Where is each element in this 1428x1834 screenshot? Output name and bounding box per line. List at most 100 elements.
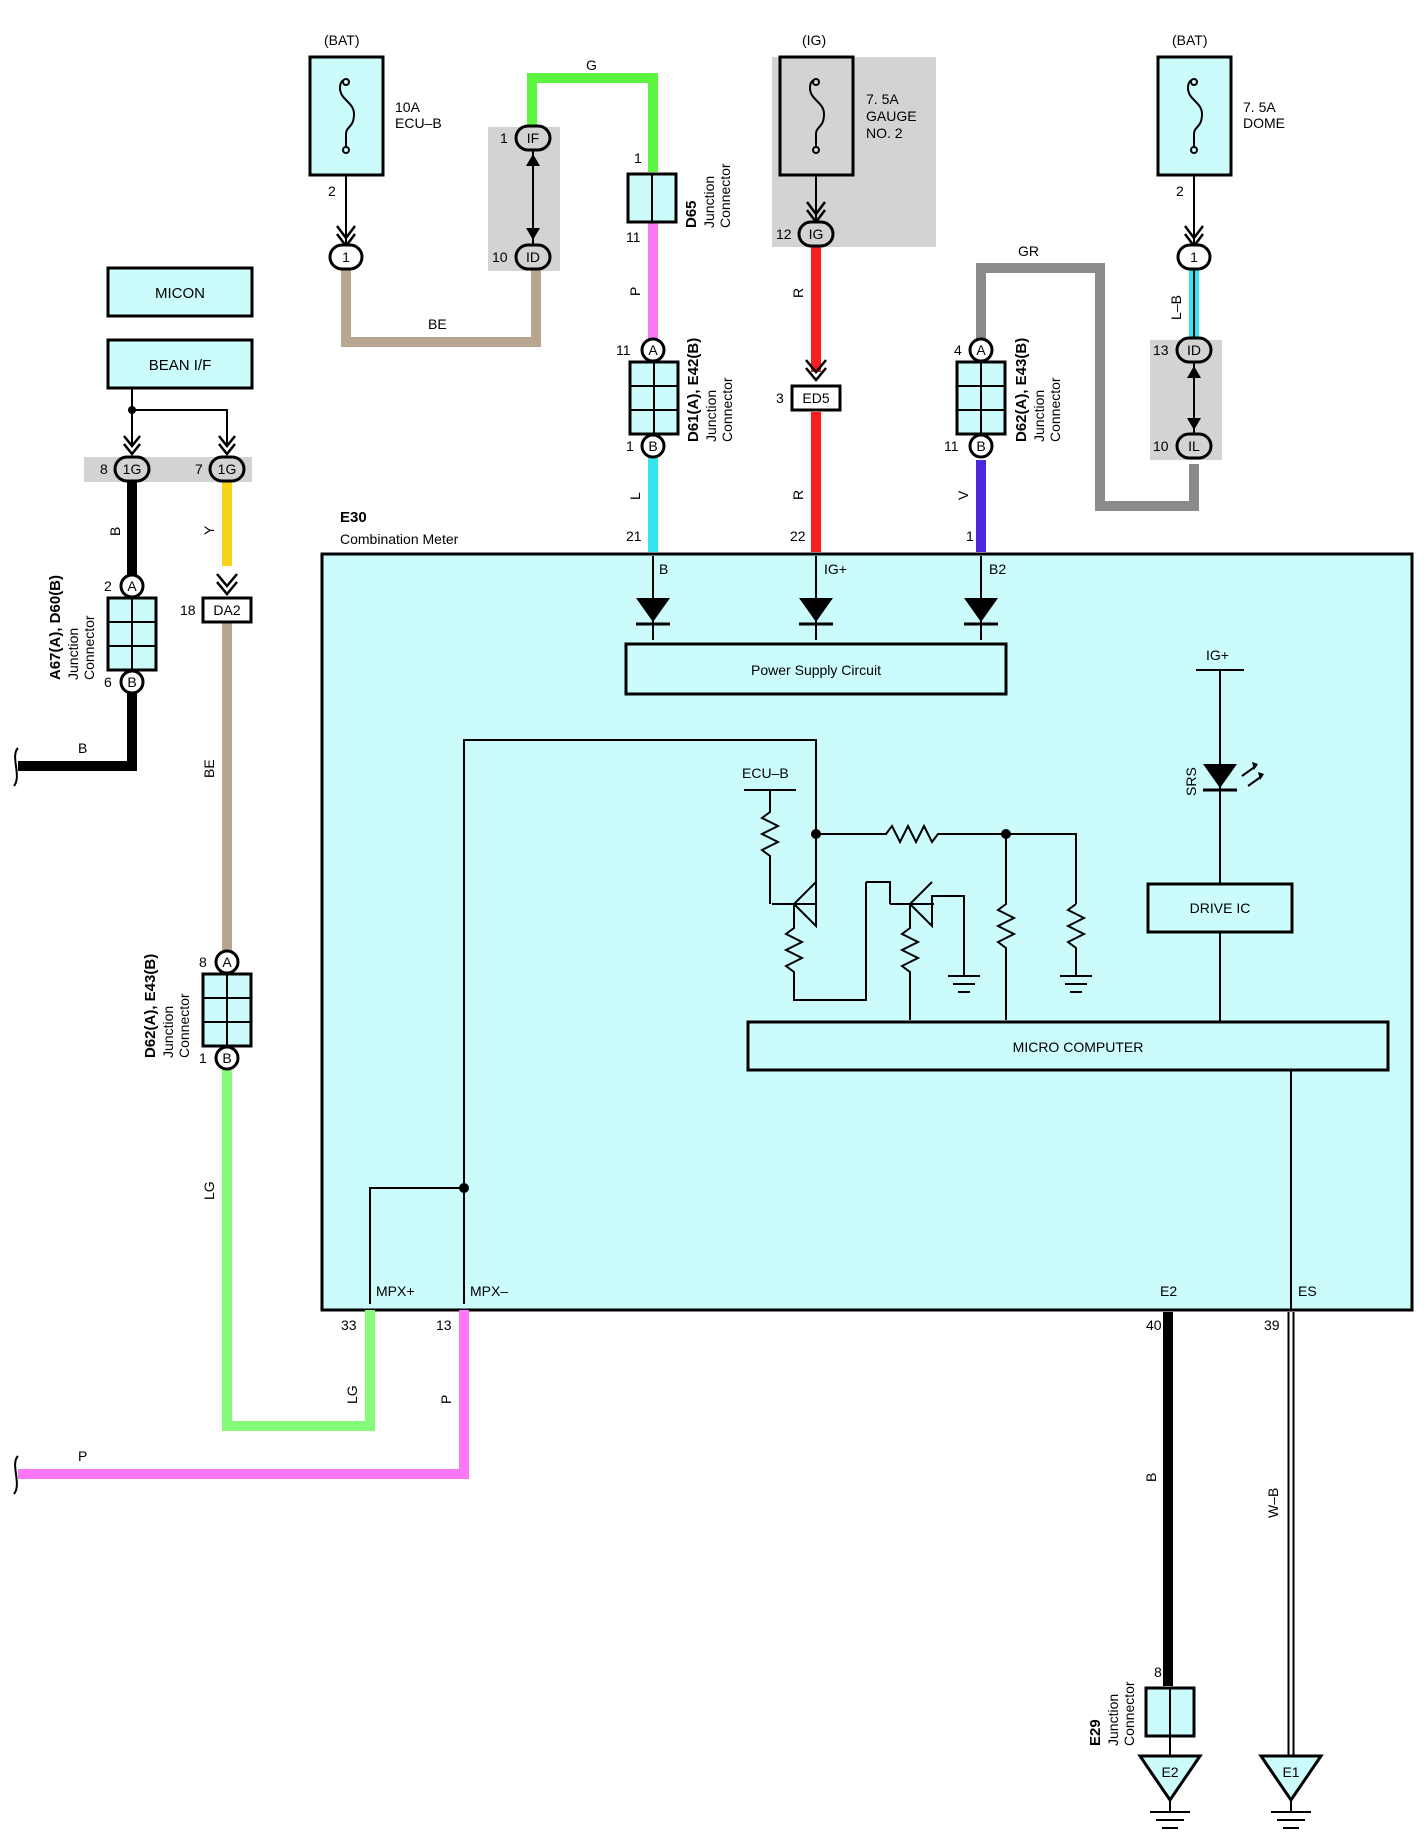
mpx-bus-line (369, 739, 817, 1304)
diode-icon (964, 598, 998, 626)
pin-label: 1 (199, 1050, 207, 1066)
jc-e29-l2: Connector (1121, 1681, 1137, 1746)
connector-da2 (201, 596, 253, 624)
svg-text:IF: IF (527, 130, 539, 146)
pin-label: 2 (104, 578, 112, 594)
wire-label-wb: W–B (1265, 1488, 1281, 1518)
meter-name: Combination Meter (340, 531, 459, 547)
power-supply-circuit (624, 642, 1008, 696)
wire-p-bottom (18, 1310, 469, 1479)
jc-d65-l1: Junction (701, 176, 717, 228)
wire-label-r-bot: R (790, 490, 806, 500)
jc-d65-l2: Connector (717, 163, 733, 228)
jc-d62b-l2: Connector (176, 993, 192, 1058)
terminal-es: ES (1298, 1283, 1317, 1299)
fuse-gauge-no: NO. 2 (866, 125, 903, 141)
resistor-icon (816, 823, 1077, 904)
label-ecu-b: ECU–B (742, 765, 789, 781)
resistor-icon (783, 882, 867, 1001)
resistor-icon (995, 834, 1017, 1020)
fuse-dome-name: DOME (1243, 115, 1285, 131)
connector-pill-1b: 1 (1176, 243, 1212, 271)
terminal-b: B (659, 561, 668, 577)
fuse-terminal-icon (1190, 78, 1198, 86)
fuse-ecub-name: ECU–B (395, 115, 442, 131)
pin-label: 8 (1154, 1664, 1162, 1680)
junction-dot (128, 406, 136, 414)
wire-break-icon (13, 747, 19, 787)
fuse-gauge-name: GAUGE (866, 108, 917, 124)
module-micon (106, 266, 254, 318)
fuse-gauge (778, 55, 855, 177)
wire-label-lb: L–B (1168, 295, 1184, 320)
pin-label: 7 (195, 461, 203, 477)
connector-ed5 (790, 384, 842, 412)
pin-label: 21 (626, 528, 642, 544)
connector-b-label: B (976, 438, 985, 454)
terminal-mpx-plus: MPX+ (376, 1283, 415, 1299)
terminal-ig: IG+ (824, 561, 847, 577)
fuse-gauge-rating: 7. 5A (866, 91, 899, 107)
wire-label-lg-bot: LG (344, 1385, 360, 1404)
ground-icon (948, 975, 980, 993)
pin-label: 2 (328, 183, 336, 199)
connector-a-label: A (648, 342, 658, 358)
wire-label-v: V (955, 490, 971, 500)
module-bean-label: BEAN I/F (149, 357, 212, 374)
drive-ic (1146, 882, 1294, 934)
wire-label-l: L (627, 492, 643, 500)
fuse-ecub-rating: 10A (395, 99, 421, 115)
terminal-b2: B2 (989, 561, 1006, 577)
wire-label-g: G (586, 57, 597, 73)
diode-icon (636, 598, 670, 626)
source-ig: (IG) (802, 32, 826, 48)
power-supply-label: Power Supply Circuit (751, 662, 881, 678)
connector-b-label: B (127, 674, 136, 690)
jc-d61-code: D61(A), E42(B) (685, 338, 702, 442)
connector-a-label: A (222, 954, 232, 970)
svg-text:ID: ID (526, 249, 540, 265)
jc-d61-l1: Junction (703, 390, 719, 442)
wire-label-be-left: BE (201, 759, 217, 778)
svg-text:1G: 1G (123, 461, 142, 477)
pin-label: 13 (436, 1317, 452, 1333)
arrow-icon (218, 435, 236, 457)
pin-label: 33 (341, 1317, 357, 1333)
junction-dot (459, 1183, 469, 1193)
wire-break-icon (13, 1455, 19, 1495)
micro-computer-label: MICRO COMPUTER (1013, 1039, 1144, 1055)
connector-b-label: B (222, 1050, 231, 1066)
transistor-2 (866, 881, 965, 976)
pin-label: 1 (634, 150, 642, 166)
pin-label: 10 (492, 249, 508, 265)
fuse-terminal-icon (812, 146, 820, 154)
ground-e1-icon (1258, 1754, 1324, 1829)
pin-label: 12 (776, 226, 792, 242)
pin-label: 39 (1264, 1317, 1280, 1333)
jc-d62-l2: Connector (1047, 377, 1063, 442)
fuse-terminal-icon (342, 146, 350, 154)
fuse-terminal-icon (812, 78, 820, 86)
terminal-e2: E2 (1160, 1283, 1177, 1299)
srs-led-icon (1203, 762, 1264, 792)
pin-label: 40 (1146, 1317, 1162, 1333)
ground-e1-label: E1 (1282, 1764, 1299, 1780)
pin-label: 3 (776, 390, 784, 406)
ground-e2-label: E2 (1161, 1764, 1178, 1780)
pin-label: 1 (626, 438, 634, 454)
bean-output-lines (131, 388, 228, 446)
wire-label-y: Y (201, 525, 217, 535)
jc-a67-l2: Connector (81, 615, 97, 680)
svg-text:ID: ID (1187, 342, 1201, 358)
wire-label-b-left: B (107, 527, 123, 536)
arrow-icon (805, 359, 827, 382)
wire-label-b-bottom: B (1143, 1473, 1159, 1482)
connector-pill-ig: IG (797, 220, 835, 248)
wire-label-lg-left: LG (201, 1181, 217, 1200)
wire-lg (222, 1070, 375, 1431)
pin-label: 2 (1176, 183, 1184, 199)
connector-a-label: A (127, 578, 137, 594)
connector-a-label: A (976, 342, 986, 358)
ground-icon (1060, 975, 1092, 993)
jc-d62b-code: D62(A), E43(B) (142, 954, 159, 1058)
